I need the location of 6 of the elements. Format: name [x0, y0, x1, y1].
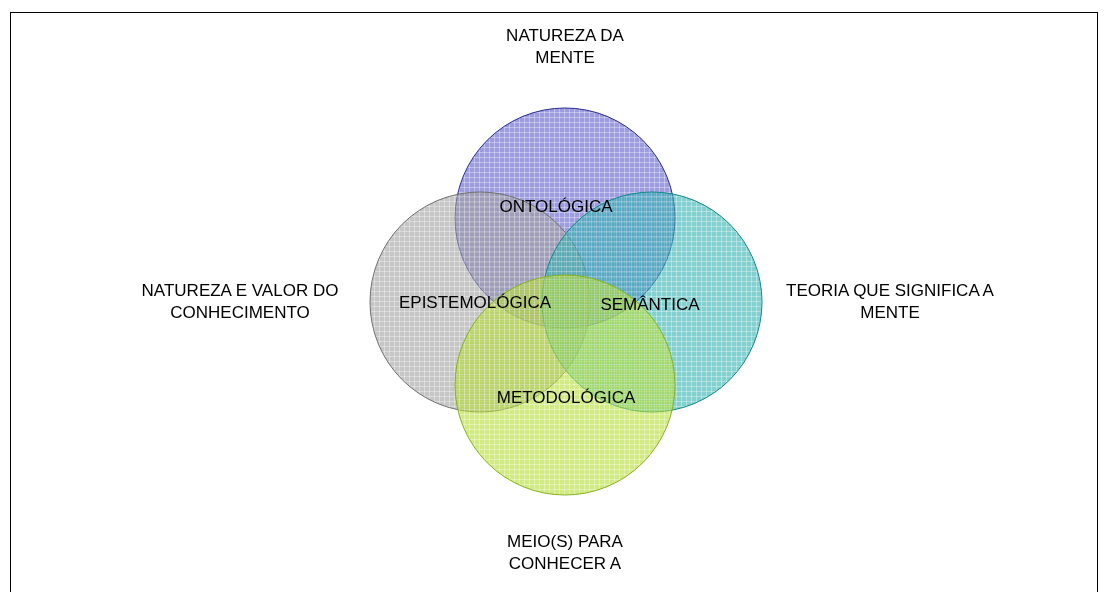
description-text: TEORIA QUE SIGNIFICA A MENTE: [785, 280, 995, 324]
circle-label: METODOLÓGICA: [496, 388, 636, 408]
description-text: NATUREZA E VALOR DO CONHECIMENTO: [140, 280, 340, 324]
description-text: MEIO(S) PARA CONHECER A: [506, 531, 624, 575]
circle-label: ONTOLÓGICA: [499, 197, 613, 217]
description-text: NATUREZA DA MENTE: [505, 25, 625, 69]
